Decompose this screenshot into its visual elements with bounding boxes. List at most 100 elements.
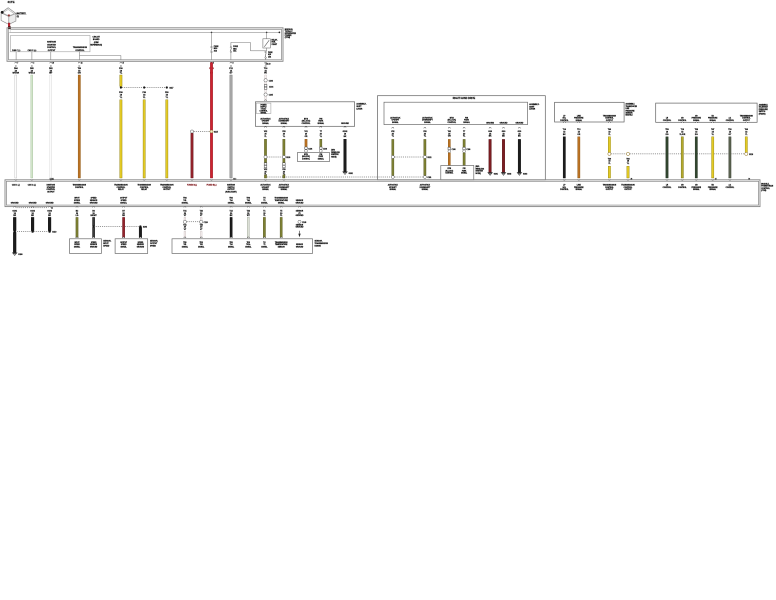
svg-text:GROUND: GROUND — [29, 202, 38, 204]
svg-text:RIGHT HAND DRIVE: RIGHT HAND DRIVE — [453, 97, 476, 100]
svg-text:BATTERY: BATTERY — [17, 12, 27, 15]
svg-text:BTSI(IN-LOCK)CONTROL: BTSI(IN-LOCK)CONTROL — [302, 154, 310, 160]
svg-text:C105: C105 — [269, 95, 273, 97]
svg-text:FUSED B(+): FUSED B(+) — [207, 185, 217, 187]
svg-text:C2 41: C2 41 — [50, 177, 54, 180]
svg-text:(1): (1) — [17, 16, 20, 18]
svg-text:41TE: 41TE — [7, 0, 14, 4]
svg-text:C201: C201 — [427, 177, 431, 179]
svg-text:S120: S120 — [286, 157, 290, 159]
svg-text:CAN C (+): CAN C (+) — [28, 49, 37, 52]
svg-text:C106: C106 — [308, 149, 312, 151]
svg-text:SENSOR(T)GROUND: SENSOR(T)GROUND — [296, 211, 305, 218]
svg-text:C103: C103 — [269, 80, 273, 82]
svg-text:C105: C105 — [302, 222, 306, 224]
svg-text:8: 8 — [233, 62, 234, 64]
svg-text:S121: S121 — [427, 157, 431, 159]
svg-text:S115: S115 — [214, 132, 218, 134]
svg-text:11: 11 — [81, 62, 83, 64]
svg-text:GROUND: GROUND — [341, 123, 350, 125]
svg-text:C1 2: C1 2 — [233, 178, 236, 180]
svg-text:41: 41 — [51, 207, 53, 210]
svg-text:G301: G301 — [494, 174, 498, 176]
svg-text:CAN C (-): CAN C (-) — [12, 184, 20, 187]
svg-text:23: 23 — [631, 178, 633, 180]
svg-text:17: 17 — [123, 62, 125, 64]
svg-text:G100: G100 — [18, 254, 22, 256]
